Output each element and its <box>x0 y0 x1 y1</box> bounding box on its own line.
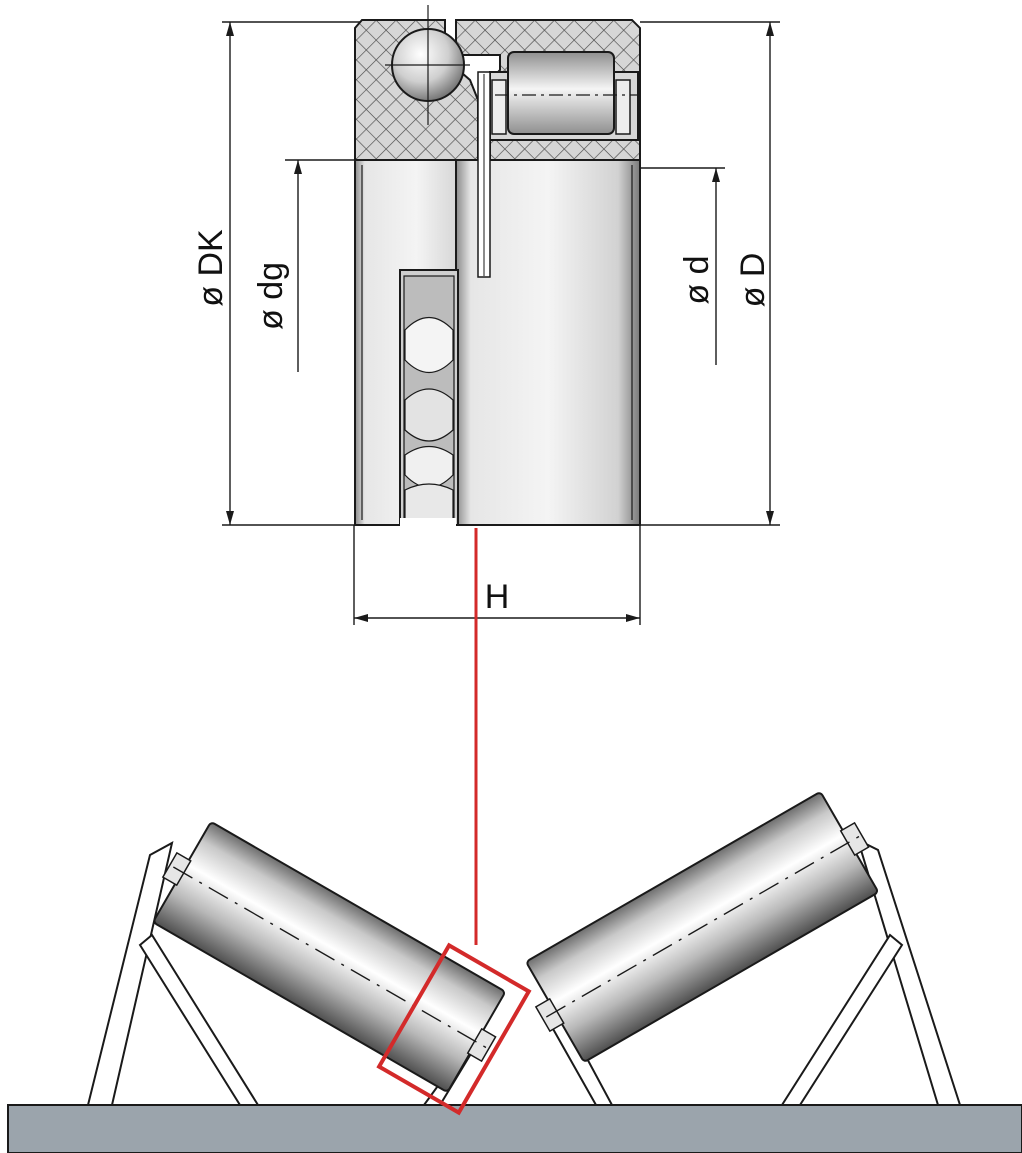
right-idler <box>526 792 962 1106</box>
dimension-lines <box>222 21 780 625</box>
label-d: ø d <box>678 255 716 304</box>
label-dk: ø DK <box>192 229 230 307</box>
conveyor-base <box>7 1104 1022 1153</box>
dimension-arrows <box>226 22 774 622</box>
left-idler <box>86 822 532 1116</box>
label-D: ø D <box>734 253 772 308</box>
label-dg: ø dg <box>252 262 290 330</box>
right-ring-body <box>455 159 641 526</box>
label-H: H <box>485 578 510 616</box>
bearing-section <box>354 5 641 527</box>
needle-roller <box>507 51 615 135</box>
highlight-box <box>376 942 532 1116</box>
